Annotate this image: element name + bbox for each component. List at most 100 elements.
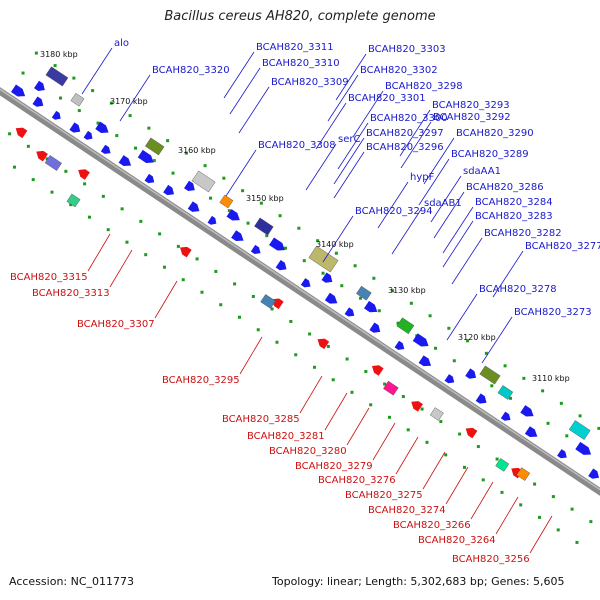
reverse-gene[interactable] (463, 425, 478, 439)
reverse-gene-label[interactable]: BCAH820_3315 (10, 272, 88, 283)
reverse-gene-label[interactable]: BCAH820_3276 (318, 475, 396, 486)
forward-gene-label[interactable]: BCAH820_3301 (348, 93, 426, 104)
forward-gene-label[interactable]: hypF (410, 172, 435, 183)
forward-gene[interactable] (163, 184, 176, 198)
reverse-gene-label[interactable]: BCAH820_3307 (77, 319, 155, 330)
forward-gene-label[interactable]: BCAH820_3283 (475, 211, 553, 222)
forward-gene[interactable] (51, 110, 63, 122)
forward-gene-label[interactable]: BCAH820_3302 (360, 65, 438, 76)
reverse-gene[interactable] (315, 336, 330, 350)
forward-gene-label[interactable]: BCAH820_3286 (466, 182, 544, 193)
gene-block[interactable] (144, 137, 165, 156)
forward-gene-label[interactable]: sdaAB1 (424, 198, 462, 209)
forward-gene[interactable] (475, 393, 489, 406)
gene-block[interactable] (254, 217, 274, 236)
gene-block[interactable] (70, 92, 85, 107)
reverse-gene-label[interactable]: BCAH820_3275 (345, 490, 423, 501)
gene-block[interactable] (429, 407, 444, 421)
forward-gene[interactable] (575, 441, 593, 458)
forward-gene-label[interactable]: BCAH820_3294 (355, 206, 433, 217)
forward-gene-label[interactable]: BCAH820_3292 (433, 112, 511, 123)
forward-gene[interactable] (207, 215, 219, 227)
reverse-gene[interactable] (34, 148, 48, 162)
forward-gene[interactable] (364, 300, 380, 316)
forward-gene[interactable] (137, 149, 156, 166)
reverse-gene-label[interactable]: BCAH820_3256 (452, 554, 530, 565)
forward-gene[interactable] (69, 122, 82, 135)
forward-gene[interactable] (557, 449, 569, 461)
forward-gene-label[interactable]: BCAH820_3297 (366, 128, 444, 139)
forward-gene[interactable] (394, 340, 407, 353)
reverse-gene[interactable] (409, 398, 423, 412)
gene-block[interactable] (66, 193, 81, 208)
forward-gene[interactable] (344, 307, 357, 319)
forward-gene-label[interactable]: BCAH820_3308 (258, 140, 336, 151)
forward-gene[interactable] (231, 230, 246, 244)
forward-gene-label[interactable]: BCAH820_3303 (368, 44, 446, 55)
reverse-gene[interactable] (13, 125, 28, 139)
forward-gene[interactable] (10, 84, 28, 100)
gene-block[interactable] (260, 294, 276, 309)
forward-gene[interactable] (32, 96, 46, 110)
forward-gene[interactable] (324, 292, 340, 307)
gene-block[interactable] (191, 170, 216, 193)
forward-gene[interactable] (187, 201, 202, 215)
gene-block[interactable] (356, 285, 372, 301)
reverse-gene-label[interactable]: BCAH820_3285 (222, 414, 300, 425)
forward-gene-label[interactable]: alo (114, 38, 129, 49)
reverse-gene[interactable] (76, 166, 90, 180)
forward-gene[interactable] (100, 144, 113, 157)
forward-gene-label[interactable]: BCAH820_3277 (525, 241, 600, 252)
forward-gene-label[interactable]: sdaAA1 (463, 166, 501, 177)
gene-block[interactable] (568, 420, 591, 440)
forward-gene-label[interactable]: serC (338, 134, 360, 145)
forward-gene[interactable] (524, 426, 540, 440)
forward-gene[interactable] (369, 322, 382, 336)
forward-gene[interactable] (275, 259, 289, 273)
forward-gene-label[interactable]: BCAH820_3298 (385, 81, 463, 92)
forward-gene[interactable] (95, 121, 111, 137)
forward-gene-label[interactable]: BCAH820_3289 (451, 149, 529, 160)
reverse-gene-label[interactable]: BCAH820_3295 (162, 375, 240, 386)
reverse-gene-label[interactable]: BCAH820_3281 (247, 431, 325, 442)
reverse-gene[interactable] (369, 362, 384, 376)
forward-gene[interactable] (418, 355, 434, 369)
forward-gene-label[interactable]: BCAH820_3300 (370, 113, 448, 124)
forward-gene-label[interactable]: BCAH820_3310 (262, 58, 340, 69)
reverse-gene-label[interactable]: BCAH820_3266 (393, 520, 471, 531)
forward-gene[interactable] (520, 405, 536, 420)
forward-gene[interactable] (83, 130, 95, 142)
forward-gene-label[interactable]: BCAH820_3282 (484, 228, 562, 239)
gene-block[interactable] (383, 380, 399, 396)
forward-gene[interactable] (300, 278, 313, 290)
forward-gene[interactable] (184, 180, 197, 194)
forward-gene-label[interactable]: BCAH820_3293 (432, 100, 510, 111)
reverse-gene-label[interactable]: BCAH820_3313 (32, 288, 110, 299)
forward-gene[interactable] (444, 374, 457, 386)
forward-gene-label[interactable]: BCAH820_3320 (152, 65, 230, 76)
forward-gene-label[interactable]: BCAH820_3273 (514, 307, 592, 318)
gene-block[interactable] (516, 467, 531, 481)
reverse-gene-label[interactable]: BCAH820_3264 (418, 535, 496, 546)
forward-gene[interactable] (588, 468, 600, 481)
gene-block[interactable] (497, 385, 514, 400)
forward-gene[interactable] (250, 244, 263, 257)
forward-gene[interactable] (412, 333, 431, 349)
gene-block[interactable] (45, 66, 69, 87)
reverse-gene[interactable] (178, 244, 192, 258)
forward-gene[interactable] (465, 368, 478, 381)
reverse-gene-label[interactable]: BCAH820_3279 (295, 461, 373, 472)
forward-gene[interactable] (144, 173, 157, 186)
forward-gene-label[interactable]: BCAH820_3284 (475, 197, 553, 208)
reverse-gene-label[interactable]: BCAH820_3274 (368, 505, 446, 516)
forward-gene[interactable] (34, 80, 47, 94)
forward-gene[interactable] (226, 209, 243, 224)
forward-gene-label[interactable]: BCAH820_3278 (479, 284, 557, 295)
forward-gene[interactable] (118, 155, 134, 169)
forward-gene-label[interactable]: BCAH820_3311 (256, 42, 334, 53)
forward-gene[interactable] (500, 411, 513, 424)
forward-gene-label[interactable]: BCAH820_3309 (271, 77, 349, 88)
gene-block[interactable] (308, 245, 339, 273)
gene-block[interactable] (479, 365, 501, 385)
reverse-gene-label[interactable]: BCAH820_3280 (269, 446, 347, 457)
